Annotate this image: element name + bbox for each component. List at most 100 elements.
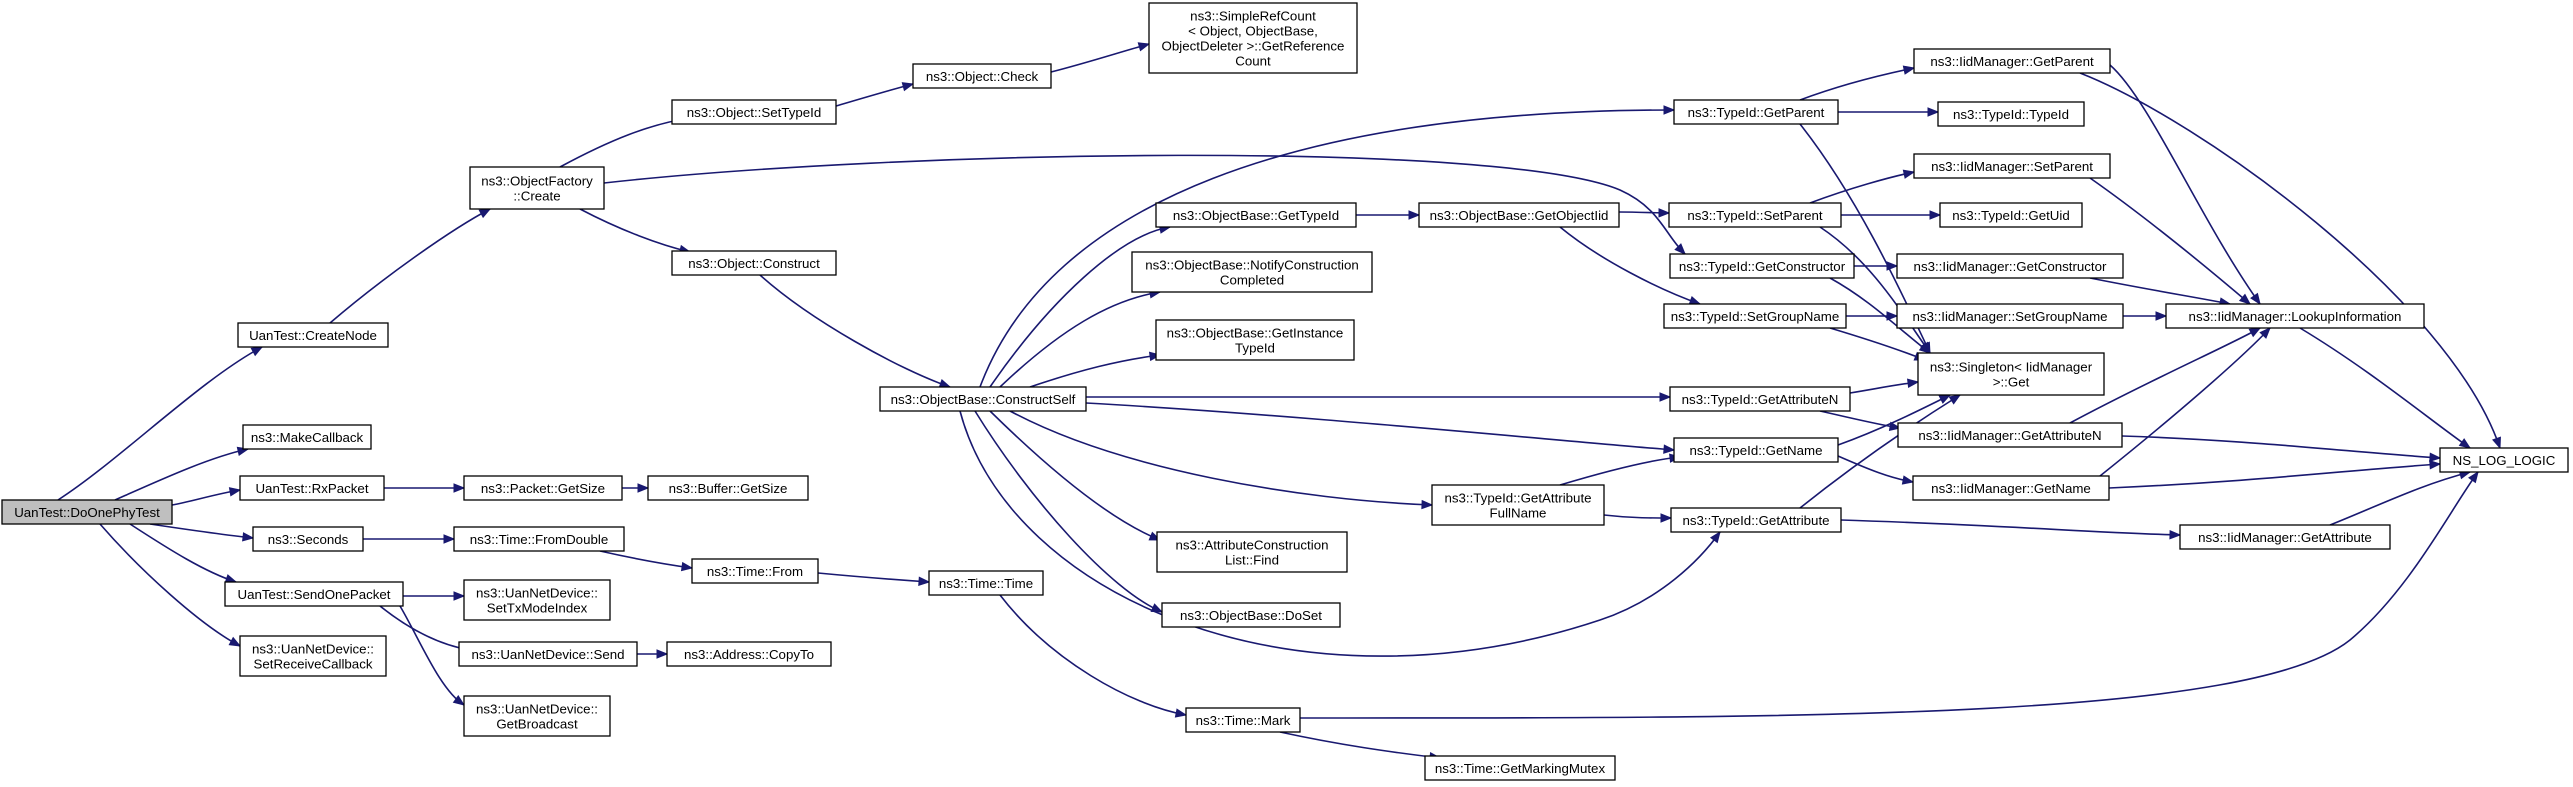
- edge-tidSetGroupName-to-iidSetGroupName: [1846, 311, 1899, 321]
- edge-iidGetParent-to-lookupInformation: [2109, 64, 2261, 306]
- node-constructSelf[interactable]: ns3::ObjectBase::ConstructSelf: [879, 386, 1087, 412]
- node-iidGetName[interactable]: ns3::IidManager::GetName: [1912, 475, 2110, 501]
- node-tidTypeId[interactable]: ns3::TypeId::TypeId: [1937, 101, 2085, 127]
- node-objConstruct[interactable]: ns3::Object::Construct: [671, 250, 837, 276]
- node-box: [239, 635, 387, 677]
- node-packetGetSize[interactable]: ns3::Packet::GetSize: [463, 475, 623, 501]
- node-label: ns3::SimpleRefCount: [1190, 9, 1316, 24]
- arrowhead-icon: [680, 561, 694, 572]
- node-label: ns3::TypeId::GetParent: [1688, 105, 1825, 120]
- node-nsLogLogic[interactable]: NS_LOG_LOGIC: [2439, 447, 2569, 473]
- node-objSetTypeId[interactable]: ns3::Object::SetTypeId: [671, 99, 837, 125]
- edge-doOnePhyTest-to-rxPacket: [171, 487, 242, 506]
- node-iidGetConstructor[interactable]: ns3::IidManager::GetConstructor: [1896, 253, 2124, 279]
- edge-line: [2121, 435, 2441, 459]
- node-fromDouble[interactable]: ns3::Time::FromDouble: [453, 526, 625, 552]
- node-box: [691, 558, 819, 584]
- node-box: [453, 526, 625, 552]
- node-label: ns3::UanNetDevice::: [476, 702, 598, 717]
- node-tidGetAttributeN[interactable]: ns3::TypeId::GetAttributeN: [1669, 386, 1851, 412]
- edge-constructSelf-to-tidGetName: [1085, 402, 1676, 454]
- node-box: [463, 579, 611, 621]
- edge-line: [2079, 72, 2501, 449]
- node-timeTime[interactable]: ns3::Time::Time: [928, 570, 1044, 596]
- edge-line: [2108, 463, 2441, 489]
- node-tidGetConstructor[interactable]: ns3::TypeId::GetConstructor: [1669, 253, 1855, 279]
- node-getMarkingMutex[interactable]: ns3::Time::GetMarkingMutex: [1424, 755, 1616, 781]
- node-box: [463, 695, 611, 737]
- edge-constructSelf-to-tidGetAttributeN: [1086, 392, 1672, 402]
- node-iidGetAttributeN[interactable]: ns3::IidManager::GetAttributeN: [1897, 422, 2123, 448]
- node-setTxModeIndex[interactable]: ns3::UanNetDevice::SetTxModeIndex: [463, 579, 611, 621]
- edge-createNode-to-objFactoryCreate: [329, 208, 492, 324]
- node-tidSetGroupName[interactable]: ns3::TypeId::SetGroupName: [1663, 303, 1847, 329]
- node-createNode[interactable]: UanTest::CreateNode: [237, 322, 389, 348]
- node-iidGetParent[interactable]: ns3::IidManager::GetParent: [1913, 48, 2111, 74]
- node-tidGetName[interactable]: ns3::TypeId::GetName: [1673, 437, 1839, 463]
- node-uanSend[interactable]: ns3::UanNetDevice::Send: [458, 641, 638, 667]
- node-box: [1668, 202, 1842, 228]
- node-tidSetParent[interactable]: ns3::TypeId::SetParent: [1668, 202, 1842, 228]
- node-label: ns3::Object::Check: [926, 69, 1039, 84]
- node-label: ns3::ObjectBase::GetObjectIid: [1430, 208, 1609, 223]
- node-box: [912, 63, 1052, 89]
- node-getBroadcast[interactable]: ns3::UanNetDevice::GetBroadcast: [463, 695, 611, 737]
- node-copyTo[interactable]: ns3::Address::CopyTo: [666, 641, 832, 667]
- arrowhead-icon: [452, 694, 466, 706]
- node-iidSetGroupName[interactable]: ns3::IidManager::SetGroupName: [1896, 303, 2124, 329]
- node-objCheck[interactable]: ns3::Object::Check: [912, 63, 1052, 89]
- node-setReceiveCallback[interactable]: ns3::UanNetDevice::SetReceiveCallback: [239, 635, 387, 677]
- node-singletonGet[interactable]: ns3::Singleton< IidManager >::Get: [1917, 352, 2105, 396]
- arrowhead-icon: [242, 532, 255, 542]
- edge-line: [599, 550, 693, 569]
- node-timeMark[interactable]: ns3::Time::Mark: [1185, 707, 1301, 733]
- node-box: [1669, 253, 1855, 279]
- edge-doOnePhyTest-to-seconds: [149, 523, 255, 542]
- edge-line: [2069, 327, 2261, 424]
- edge-constructSelf-to-tidGetParent: [979, 105, 1676, 388]
- node-objFactoryCreate[interactable]: ns3::ObjectFactory::Create: [469, 166, 605, 210]
- node-tidGetUid[interactable]: ns3::TypeId::GetUid: [1939, 202, 2083, 228]
- node-tidGetAttribute[interactable]: ns3::TypeId::GetAttribute: [1670, 507, 1842, 533]
- node-makeCallback[interactable]: ns3::MakeCallback: [242, 424, 372, 450]
- node-box: [1155, 202, 1357, 228]
- node-iidGetAttribute[interactable]: ns3::IidManager::GetAttribute: [2179, 524, 2391, 550]
- node-getObjectIid[interactable]: ns3::ObjectBase::GetObjectIid: [1418, 202, 1620, 228]
- node-label: ns3::Time::Mark: [1196, 713, 1291, 728]
- node-obGetTypeId[interactable]: ns3::ObjectBase::GetTypeId: [1155, 202, 1357, 228]
- node-seconds[interactable]: ns3::Seconds: [252, 526, 364, 552]
- node-lookupInformation[interactable]: ns3::IidManager::LookupInformation: [2165, 303, 2425, 329]
- node-box: [671, 99, 837, 125]
- node-bufferGetSize[interactable]: ns3::Buffer::GetSize: [647, 475, 809, 501]
- node-box: [1670, 507, 1842, 533]
- arrowhead-icon: [1174, 708, 1188, 718]
- node-label: GetBroadcast: [496, 717, 578, 732]
- node-box: [671, 250, 837, 276]
- node-sendOnePacket[interactable]: UanTest::SendOnePacket: [224, 581, 404, 607]
- arrowhead-icon: [1663, 105, 1676, 115]
- edge-line: [1799, 394, 1961, 509]
- arrowhead-icon: [1907, 378, 1920, 388]
- node-tidGetParent[interactable]: ns3::TypeId::GetParent: [1673, 99, 1839, 125]
- node-simpleRefCount[interactable]: ns3::SimpleRefCount< Object, ObjectBase,…: [1148, 2, 1358, 74]
- node-iidSetParent[interactable]: ns3::IidManager::SetParent: [1913, 153, 2111, 179]
- node-label: FullName: [1490, 506, 1547, 521]
- node-timeFrom[interactable]: ns3::Time::From: [691, 558, 819, 584]
- arrowhead-icon: [1663, 444, 1676, 454]
- node-box: [1161, 602, 1341, 628]
- arrowhead-icon: [2429, 459, 2442, 470]
- arrowhead-icon: [901, 82, 915, 92]
- arrowhead-icon: [453, 483, 466, 493]
- arrowhead-icon: [1918, 342, 1932, 354]
- arrowhead-icon: [637, 483, 650, 493]
- node-notifyConstruction[interactable]: ns3::ObjectBase::NotifyConstructionCompl…: [1131, 251, 1373, 293]
- edge-tidGetConstructor-to-singletonGet: [1829, 277, 1932, 354]
- edge-iidGetConstructor-to-lookupInformation: [2089, 277, 2232, 307]
- node-obDoSet[interactable]: ns3::ObjectBase::DoSet: [1161, 602, 1341, 628]
- node-label: ns3::Packet::GetSize: [481, 481, 605, 496]
- node-label: List::Find: [1225, 553, 1279, 568]
- node-rxPacket[interactable]: UanTest::RxPacket: [239, 475, 385, 501]
